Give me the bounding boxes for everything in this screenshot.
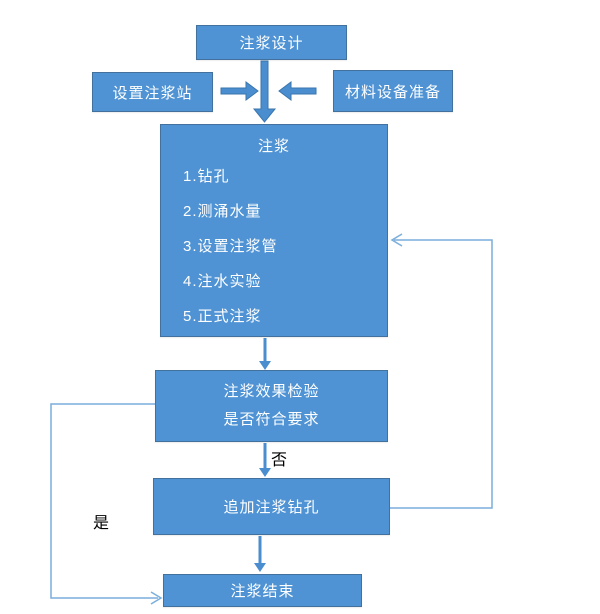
node-additional-drilling-label: 追加注浆钻孔 [223, 499, 320, 516]
grouting-steps-list: 1.钻孔 2.测涌水量 3.设置注浆管 4.注水实验 5.正式注浆 [161, 159, 387, 334]
connector-loop-additional-to-grouting [390, 239, 493, 509]
arrow-grouting-to-check-head [259, 361, 271, 370]
grouting-process-title: 注浆 [257, 138, 290, 155]
grouting-step-5: 5.正式注浆 [183, 308, 262, 325]
effect-check-line1: 注浆效果检验 [223, 383, 320, 400]
connector-loop-arrowhead [390, 233, 403, 247]
arrow-additional-to-end-head [254, 563, 266, 572]
grouting-step-1: 1.钻孔 [183, 168, 230, 185]
node-effect-check: 注浆效果检验 是否符合要求 [155, 370, 388, 442]
branch-label-yes: 是 [93, 515, 110, 532]
node-grouting-design: 注浆设计 [196, 25, 347, 60]
node-grouting-station: 设置注浆站 [92, 72, 213, 112]
node-grouting-end-label: 注浆结束 [230, 583, 295, 600]
node-grouting-design-label: 注浆设计 [239, 35, 304, 52]
arrow-design-to-grouting [252, 60, 277, 123]
connector-yes-check-to-end [50, 403, 158, 599]
connector-yes-arrowhead [150, 591, 163, 605]
grouting-step-4: 4.注水实验 [183, 273, 262, 290]
arrow-station-to-center [220, 81, 259, 101]
node-grouting-station-label: 设置注浆站 [112, 84, 193, 102]
effect-check-line2: 是否符合要求 [223, 411, 320, 428]
grouting-step-2: 2.测涌水量 [183, 203, 262, 220]
arrow-check-to-additional-head [259, 468, 271, 477]
node-material-preparation: 材料设备准备 [333, 70, 453, 112]
grouting-step-3: 3.设置注浆管 [183, 238, 278, 255]
branch-label-no: 否 [271, 452, 288, 469]
arrow-material-to-center [278, 81, 317, 101]
node-additional-drilling: 追加注浆钻孔 [153, 478, 390, 535]
node-grouting-end: 注浆结束 [163, 574, 362, 607]
node-grouting-process: 注浆 1.钻孔 2.测涌水量 3.设置注浆管 4.注水实验 5.正式注浆 [160, 124, 388, 337]
node-material-preparation-label: 材料设备准备 [344, 83, 441, 101]
